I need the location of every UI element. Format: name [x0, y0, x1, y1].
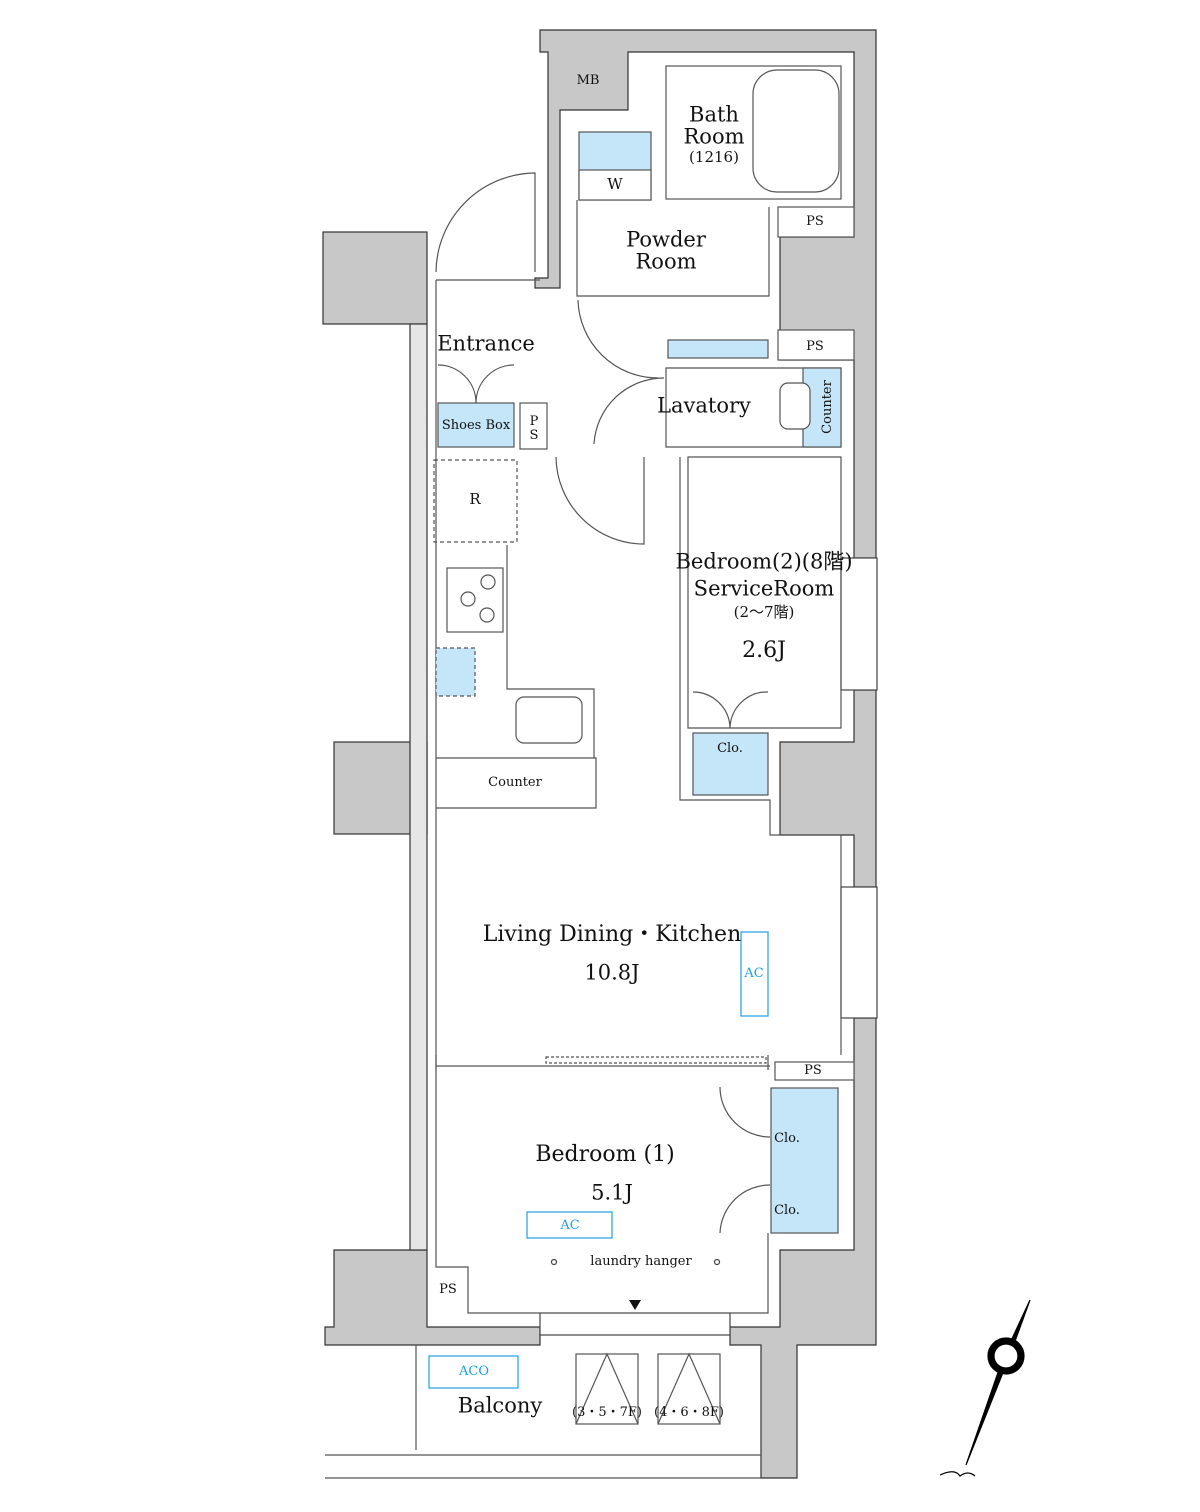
- ac-label: AC: [744, 965, 764, 981]
- ac-label: AC: [560, 1217, 580, 1233]
- shoes-box-label: Shoes Box: [441, 417, 511, 433]
- washer-label: W: [607, 174, 623, 193]
- mb-label: MB: [576, 72, 600, 88]
- bath-size: (1216): [689, 147, 739, 166]
- ps-label: PS: [804, 1062, 822, 1078]
- bedroom2-size: 2.6J: [742, 637, 786, 663]
- balcony-label: Balcony: [457, 1393, 543, 1418]
- ldk-label: Living Dining・Kitchen: [482, 921, 742, 947]
- bedroom1-label: Bedroom (1): [535, 1141, 675, 1167]
- lavatory-label: Lavatory: [657, 393, 751, 418]
- aco-label: ACO: [459, 1363, 489, 1379]
- laundry-hanger-label: laundry hanger: [590, 1253, 692, 1269]
- floor-note-even: (4・6・8F): [654, 1404, 724, 1420]
- floor-note-odd: (3・5・7F): [572, 1404, 642, 1420]
- closet-label: Clo.: [717, 740, 743, 756]
- bedroom2-label: Bedroom(2)(8階): [675, 549, 853, 574]
- floors-note: (2～7階): [733, 602, 795, 621]
- walls: [322, 29, 877, 1479]
- bath-label: Bath: [689, 102, 739, 127]
- refrigerator-label: R: [469, 489, 481, 508]
- ps-small-label: P: [529, 413, 539, 429]
- kitchen-counter-label: Counter: [488, 774, 542, 790]
- closet-label: Clo.: [774, 1202, 800, 1218]
- ps-small-label-2: S: [529, 427, 539, 443]
- ps-label: PS: [806, 213, 824, 229]
- powder-label-2: Room: [635, 249, 697, 274]
- closet-label: Clo.: [774, 1130, 800, 1146]
- bedroom1-size: 5.1J: [591, 1180, 633, 1205]
- ps-label: PS: [806, 338, 824, 354]
- service-room-label: ServiceRoom: [693, 576, 835, 601]
- compass-icon: [939, 1299, 1031, 1477]
- entrance-label: Entrance: [437, 331, 535, 356]
- powder-label: Powder: [626, 227, 706, 252]
- bath-label-2: Room: [683, 124, 745, 149]
- ps-label: PS: [439, 1281, 457, 1297]
- ldk-size: 10.8J: [584, 960, 640, 985]
- lavatory-counter-label: Counter: [819, 380, 835, 434]
